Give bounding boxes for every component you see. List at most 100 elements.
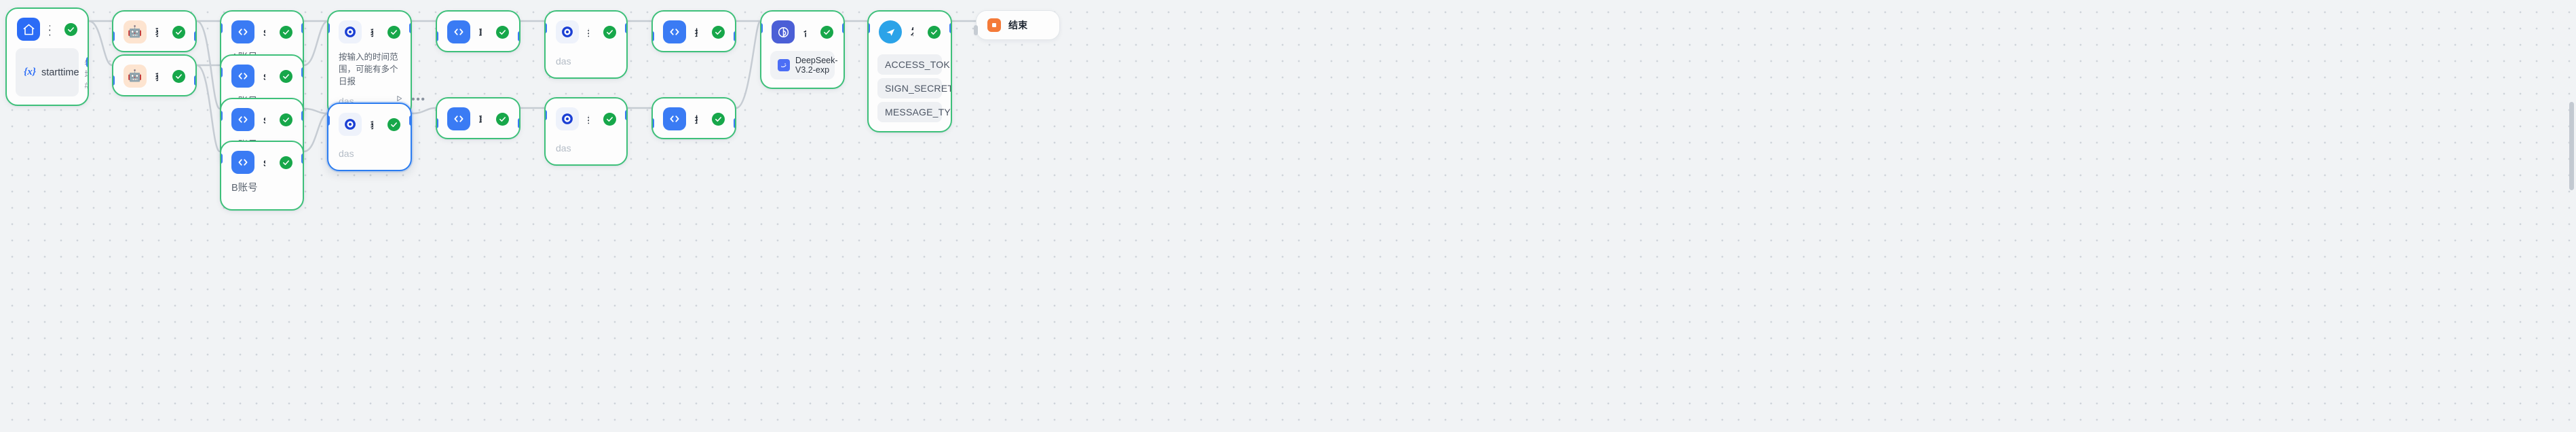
- node-title: 发送群消息: [911, 25, 913, 39]
- node-text2dingding-b[interactable]: 提取文本转钉钉 _B: [651, 97, 736, 139]
- input-port[interactable]: [653, 31, 654, 41]
- robot-icon: 🤖: [124, 20, 147, 43]
- node-title: 提取文本转钉钉_A: [695, 26, 698, 39]
- node-title: 获取日报清单A账号: [371, 26, 373, 39]
- output-port[interactable]: [842, 23, 844, 33]
- node-placeholder: das: [556, 143, 571, 154]
- node-title: STRING转NUMBER_STAR1: [263, 70, 265, 83]
- node-body: 按输入的时间范围，可能有多个日报 das: [328, 51, 411, 116]
- node-body: DeepSeek-V3.2-exp CHAT: [761, 51, 844, 88]
- output-port[interactable]: [518, 118, 519, 128]
- node-header: 提取日报内容_A: [546, 12, 626, 51]
- output-port[interactable]: [734, 31, 735, 41]
- status-badge: [280, 113, 292, 126]
- node-title: 获取当前时间戳: [155, 25, 158, 39]
- input-port[interactable]: [328, 115, 330, 126]
- node-description: 按输入的时间范围，可能有多个日报: [339, 52, 398, 87]
- input-port[interactable]: [113, 75, 115, 86]
- input-port[interactable]: [328, 23, 330, 33]
- model-selector[interactable]: DeepSeek-V3.2-exp CHAT: [770, 51, 844, 79]
- input-port[interactable]: [113, 31, 115, 41]
- variable-icon: {x}: [24, 67, 36, 77]
- input-port[interactable]: [761, 23, 763, 33]
- node-title: 结束: [1008, 20, 1028, 31]
- status-badge: [820, 25, 833, 39]
- output-port[interactable]: [301, 67, 303, 77]
- output-port[interactable]: [409, 23, 411, 33]
- node-body: das: [328, 148, 411, 170]
- input-port[interactable]: [221, 111, 223, 121]
- more-icon[interactable]: •••: [411, 93, 426, 105]
- code-icon: [447, 107, 470, 130]
- input-port[interactable]: [437, 118, 438, 128]
- param-row[interactable]: ACCESS_TOKEN ••••••••: [877, 54, 951, 75]
- node-body: ACCESS_TOKEN •••••••• SIGN_SECRET ••••••…: [869, 54, 951, 131]
- input-port[interactable]: [437, 31, 438, 41]
- node-str2num-star1-b[interactable]: STRING转NUMBER_STAR1 B账号: [220, 141, 304, 211]
- node-title: STRING转NUMBER_END1: [263, 26, 265, 39]
- status-badge: [280, 69, 292, 83]
- node-header: STRING转NUMBER_END2: [221, 99, 303, 139]
- node-header: STRING转NUMBER_STAR1: [221, 56, 303, 95]
- node-text2dingding-a[interactable]: 提取文本转钉钉_A: [651, 10, 736, 52]
- node-extract-content-b[interactable]: 提取日报内容_B das: [544, 97, 628, 166]
- input-port[interactable]: [653, 118, 654, 128]
- output-port[interactable]: [949, 23, 951, 33]
- node-placeholder: das: [339, 148, 354, 159]
- output-port[interactable]: [301, 154, 303, 164]
- vertical-scrollbar[interactable]: [2569, 102, 2574, 190]
- node-get-timestamp[interactable]: 🤖 获取当前时间戳: [112, 10, 197, 52]
- target-icon: [556, 20, 579, 43]
- output-port[interactable]: [194, 31, 195, 41]
- input-port[interactable]: [869, 23, 870, 33]
- output-port[interactable]: [86, 56, 88, 67]
- node-earliest-id-a[interactable]: 取最早的日报ID_A: [436, 10, 520, 52]
- param-key: ACCESS_TOKEN: [885, 59, 951, 70]
- node-header: 提取日报内容_B: [546, 98, 626, 138]
- node-end[interactable]: 结束: [974, 10, 1060, 40]
- node-header: 🤖 获取当前时间戳: [113, 12, 195, 51]
- status-badge: [387, 118, 400, 131]
- output-port[interactable]: [409, 115, 411, 126]
- output-port[interactable]: [301, 23, 303, 33]
- output-port[interactable]: [301, 111, 303, 121]
- start-variable-row[interactable]: {x} starttime 必填 #: [16, 48, 88, 96]
- node-description: B账号: [231, 183, 258, 194]
- input-port[interactable]: [221, 23, 223, 33]
- model-tag: CHAT: [843, 60, 844, 71]
- input-port[interactable]: [546, 23, 547, 33]
- output-port[interactable]: [625, 110, 626, 120]
- node-title: 提取日报内容_A: [588, 26, 589, 39]
- target-icon: [339, 20, 362, 43]
- node-extract-content-a[interactable]: 提取日报内容_A das: [544, 10, 628, 79]
- node-header: 合并多组运维报告: [761, 12, 844, 51]
- output-port[interactable]: [734, 118, 735, 128]
- output-port[interactable]: [625, 23, 626, 33]
- output-port[interactable]: [194, 75, 195, 86]
- node-placeholder: das: [556, 56, 571, 67]
- status-badge: [928, 25, 941, 39]
- input-port[interactable]: [974, 25, 978, 35]
- node-title: 合并多组运维报告: [803, 26, 806, 39]
- status-badge: [712, 112, 725, 126]
- node-get-daily-b[interactable]: 获取日报清单B账号 das: [327, 103, 412, 171]
- node-title: 提取文本转钉钉 _B: [695, 113, 698, 126]
- param-row[interactable]: SIGN_SECRET ••••••••: [877, 78, 951, 98]
- play-icon[interactable]: [396, 94, 403, 105]
- node-get-time-backward[interactable]: 🤖 获取当前时间向前推START_1: [112, 54, 197, 96]
- param-row[interactable]: MESSAGE_TYPE text: [877, 102, 951, 122]
- node-earliest-id-b[interactable]: 取最早的日报ID_B: [436, 97, 520, 139]
- node-header: 获取日报清单B账号: [328, 104, 411, 143]
- node-header: 取最早的日报ID_B: [437, 98, 519, 138]
- input-port[interactable]: [221, 67, 223, 77]
- input-port[interactable]: [221, 154, 223, 164]
- node-header: 取最早的日报ID_A: [437, 12, 519, 51]
- node-send-group-message[interactable]: 发送群消息 ACCESS_TOKEN •••••••• SIGN_SECRET …: [867, 10, 952, 132]
- node-toolbar[interactable]: •••: [396, 94, 426, 105]
- node-start[interactable]: 开始 {x} starttime 必填 #: [5, 7, 89, 106]
- node-merge-report[interactable]: 合并多组运维报告 DeepSeek-V3.2-exp CHAT: [760, 10, 845, 89]
- input-port[interactable]: [546, 110, 547, 120]
- node-title: STRING转NUMBER_END2: [263, 113, 265, 126]
- output-port[interactable]: [518, 31, 519, 41]
